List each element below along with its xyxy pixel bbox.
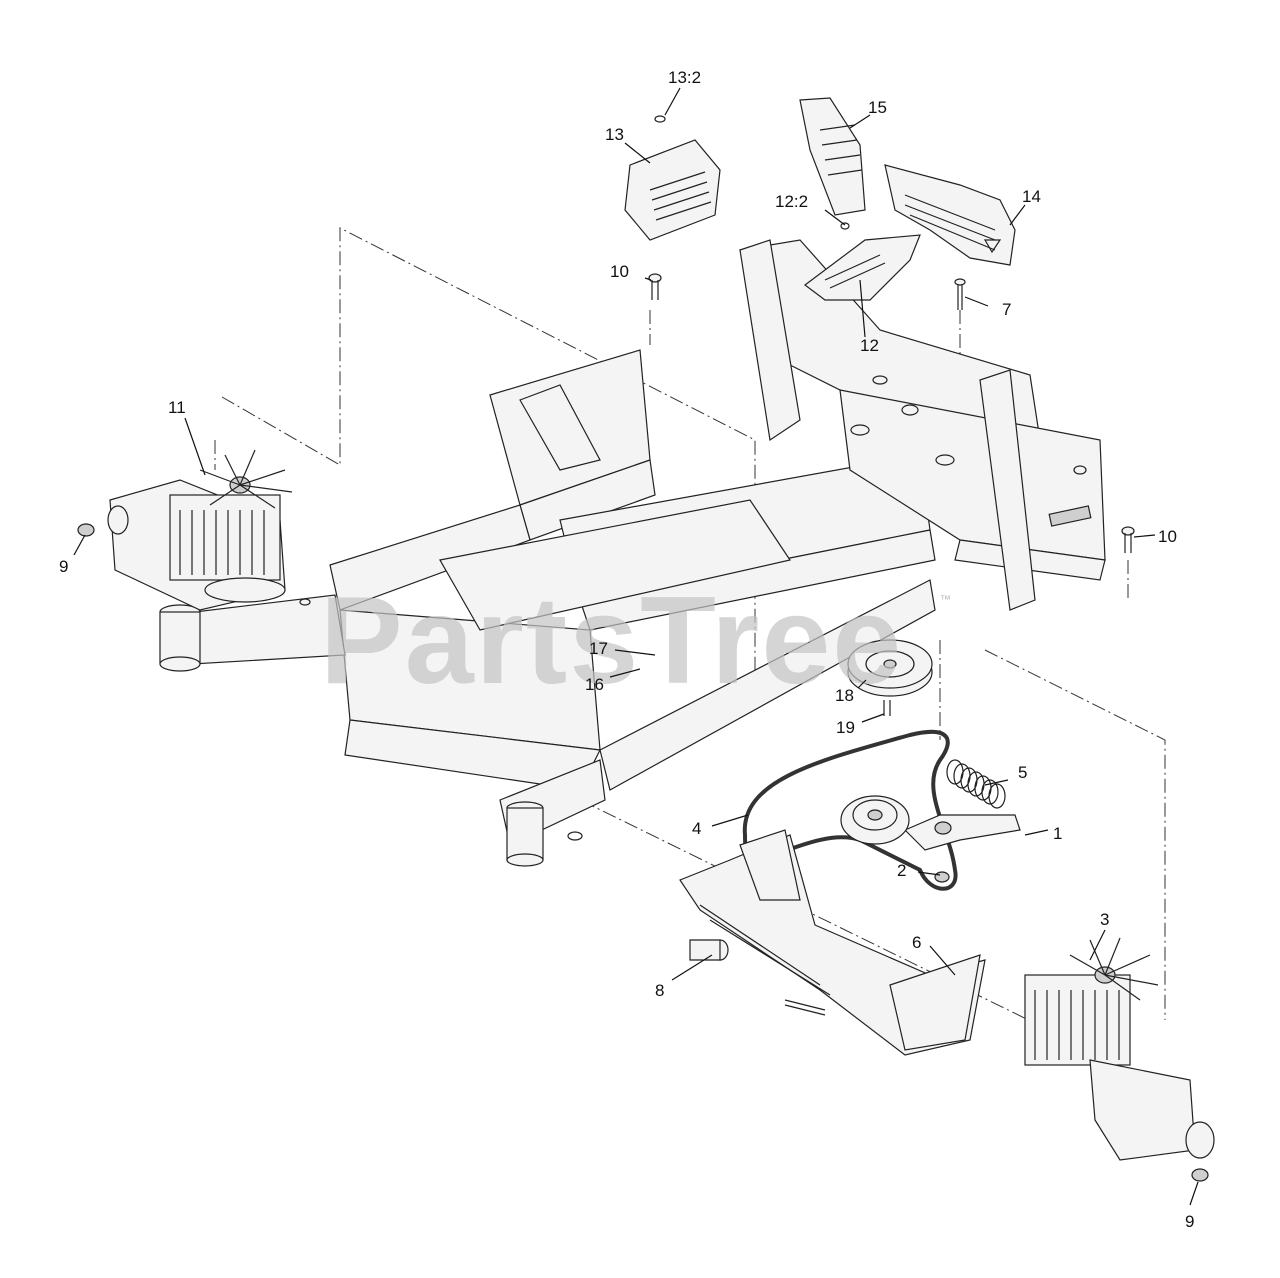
callout-18: 18 <box>835 686 854 705</box>
pump-pulley <box>847 639 933 716</box>
watermark: PartsTree ™ <box>320 572 951 710</box>
callout-16: 16 <box>585 675 604 694</box>
callout-10-right: 10 <box>1158 527 1177 546</box>
idler-assembly <box>840 795 1021 851</box>
nut-icon <box>77 523 95 537</box>
bolt-8 <box>689 939 729 961</box>
bolt-7 <box>954 278 966 310</box>
callout-3: 3 <box>1100 910 1109 929</box>
shield-12 <box>804 222 921 301</box>
callouts: 1 2 3 4 5 6 7 8 9 9 10 10 11 12 12:2 13 … <box>59 68 1194 1231</box>
watermark-text: PartsTree <box>320 572 903 710</box>
callout-17: 17 <box>589 639 608 658</box>
callout-13: 13 <box>605 125 624 144</box>
callout-12: 12 <box>860 336 879 355</box>
callout-5: 5 <box>1018 763 1027 782</box>
leader-lines <box>73 87 1199 1206</box>
left-transmission <box>107 449 293 611</box>
callout-13-2: 13:2 <box>668 68 701 87</box>
right-transmission <box>1024 937 1215 1161</box>
watermark-trademark: ™ <box>940 594 951 606</box>
callout-2: 2 <box>897 861 906 880</box>
callout-12-2: 12:2 <box>775 192 808 211</box>
shield-14 <box>884 164 1016 266</box>
bolt-10a <box>648 273 662 300</box>
pump-mount <box>679 829 986 1056</box>
callout-8: 8 <box>655 981 664 1000</box>
callout-15: 15 <box>868 98 887 117</box>
shield-13 <box>624 115 721 241</box>
spring <box>946 759 1006 809</box>
nut-icon <box>1191 1168 1209 1182</box>
bolt-10b <box>1121 526 1135 553</box>
bushing-2 <box>934 871 950 883</box>
shield-15 <box>799 97 866 216</box>
callout-11: 11 <box>168 398 186 417</box>
callout-14: 14 <box>1022 187 1041 206</box>
callout-9-left: 9 <box>59 557 68 576</box>
callout-6: 6 <box>912 933 921 952</box>
callout-1: 1 <box>1053 824 1062 843</box>
callout-19: 19 <box>836 718 855 737</box>
callout-10-top: 10 <box>610 262 629 281</box>
callout-9-right: 9 <box>1185 1212 1194 1231</box>
callout-4: 4 <box>692 819 701 838</box>
callout-7: 7 <box>1002 300 1011 319</box>
